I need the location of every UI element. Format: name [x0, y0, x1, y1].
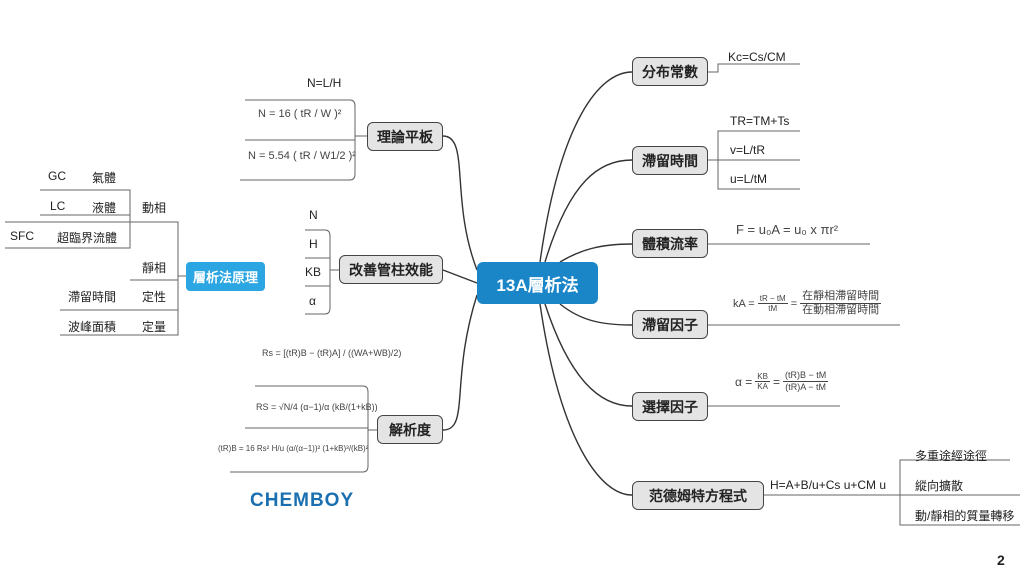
numerator: tR − tM	[757, 294, 788, 304]
denominator: KA	[757, 382, 768, 391]
central-topic[interactable]: 13A層析法	[477, 262, 598, 304]
numerator: KB	[755, 372, 770, 382]
multipath-term: 多重途經途徑	[915, 449, 988, 463]
node-resolution[interactable]: 解析度	[377, 415, 443, 444]
longitudinal-diffusion-term: 縱向擴散	[915, 479, 964, 493]
kc-formula: Kc=Cs/CM	[728, 50, 786, 64]
efficiency-kb: KB	[305, 265, 322, 279]
sfc-label: SFC	[10, 229, 34, 243]
node-chromatography-principle[interactable]: 層析法原理	[186, 262, 265, 291]
resolution-formula-3: (tR)B = 16 Rs² H/u (α/(α−1))² (1+kB)³/(k…	[218, 444, 369, 453]
tr-formula: TR=TM+Ts	[730, 114, 790, 128]
flow-formula: F = u₀A = u₀ x πr²	[736, 222, 839, 237]
node-flow-rate[interactable]: 體積流率	[632, 229, 708, 258]
gc-label: GC	[48, 169, 66, 183]
stationary-phase: 靜相	[142, 261, 167, 275]
peak-area-label: 波峰面積	[68, 320, 117, 334]
mobile-phase: 動相	[142, 201, 167, 215]
quantitative: 定量	[142, 320, 167, 334]
page-number: 2	[997, 552, 1005, 568]
efficiency-alpha: α	[309, 294, 316, 308]
qualitative: 定性	[142, 290, 167, 304]
denominator: 在動相滯留時間	[802, 304, 880, 316]
node-improve-efficiency[interactable]: 改善管柱效能	[339, 255, 443, 284]
liquid-label: 液體	[92, 201, 117, 215]
node-plate-theory[interactable]: 理論平板	[367, 122, 443, 151]
plate-formula-16: N = 16 ( tR / W )²	[258, 108, 342, 120]
chemboy-logo: CHEMBOY	[250, 490, 355, 511]
v-formula: v=L/tR	[730, 143, 766, 157]
node-retention-time[interactable]: 滯留時間	[632, 146, 708, 175]
efficiency-h: H	[309, 237, 318, 251]
mass-transfer-term: 動/靜相的質量轉移	[915, 509, 1015, 523]
u-formula: u=L/tM	[730, 172, 768, 186]
node-van-deemter[interactable]: 范德姆特方程式	[632, 481, 764, 510]
retention-time-label: 滯留時間	[68, 290, 117, 304]
lc-label: LC	[50, 199, 66, 213]
van-deemter-equation: H=A+B/u+Cs u+CM u	[770, 478, 887, 492]
node-partition-coefficient[interactable]: 分布常數	[632, 57, 708, 86]
numerator: 在靜相滯留時間	[800, 290, 882, 304]
numerator: (tR)B − tM	[782, 370, 829, 382]
resolution-formula-1: Rs = [(tR)B − (tR)A] / ((WA+WB)/2)	[262, 348, 402, 358]
node-retention-factor[interactable]: 滯留因子	[632, 310, 708, 339]
n-formula: N=L/H	[307, 76, 342, 90]
formula-lhs: kA =	[733, 297, 755, 310]
plate-formula-554: N = 5.54 ( tR / W1/2 )²	[248, 150, 356, 162]
node-selectivity-factor[interactable]: 選擇因子	[632, 392, 708, 421]
gas-label: 氣體	[92, 171, 117, 185]
denominator: tM	[768, 304, 778, 313]
supercritical-label: 超臨界流體	[57, 231, 118, 245]
denominator: (tR)A − tM	[785, 382, 826, 392]
formula-lhs: α =	[735, 374, 753, 389]
efficiency-n: N	[309, 208, 318, 222]
resolution-formula-2: RS = √N/4 (α−1)/α (kB/(1+kB))	[256, 402, 378, 412]
